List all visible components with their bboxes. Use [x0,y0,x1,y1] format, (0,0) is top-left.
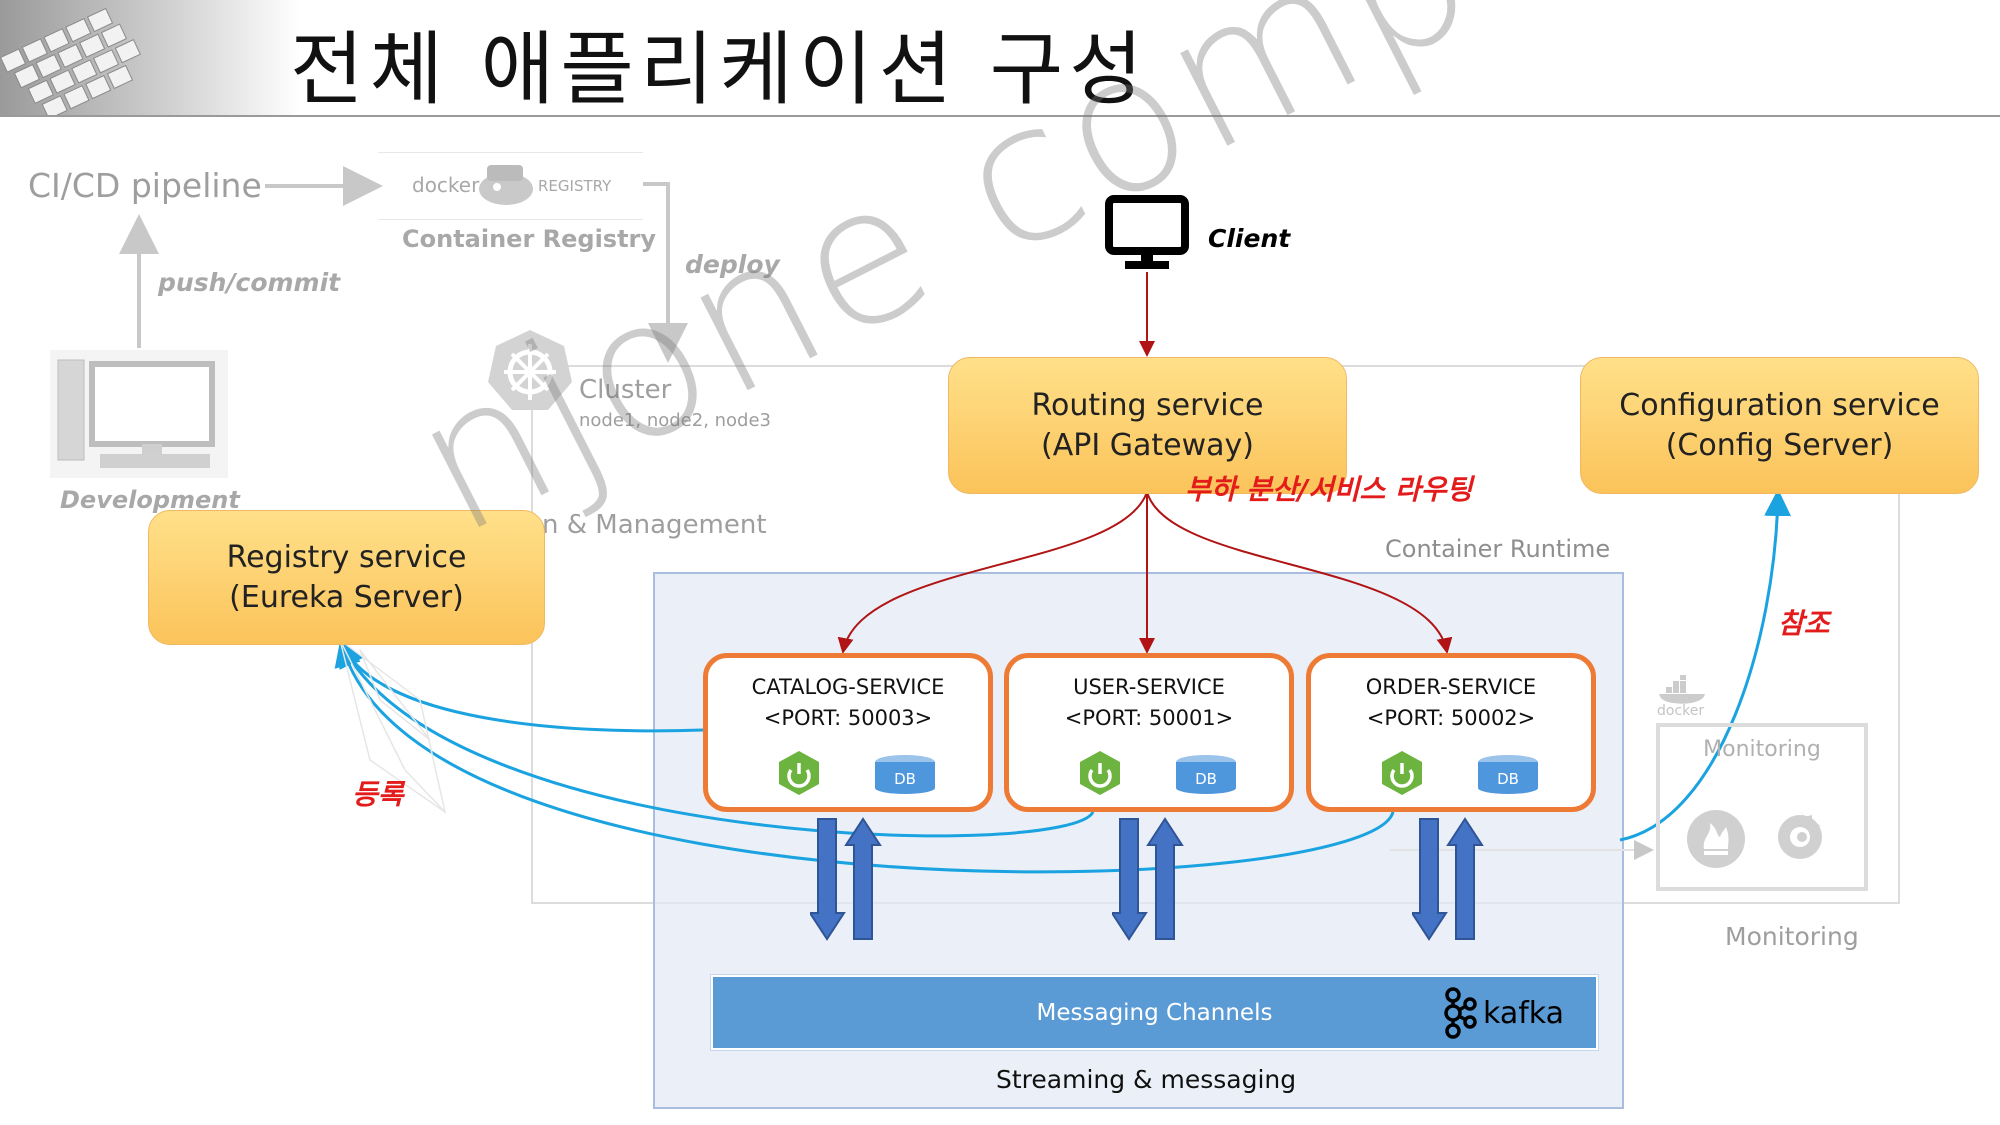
cicd-pipeline-label: CI/CD pipeline [28,166,262,205]
cluster-nodes-label: node1, node2, node3 [579,410,772,431]
grafana-icon [1778,811,1822,859]
deploy-label: deploy [685,250,780,279]
spring-boot-icon [1382,751,1422,795]
database-icon: DB [1175,754,1237,794]
container-registry-label: Container Registry [402,225,657,253]
monitoring-outer-label: Monitoring [1725,922,1859,951]
service-name: USER-SERVICE [1073,675,1225,699]
db-label: DB [894,770,916,788]
spring-boot-icon [779,751,819,795]
config-service-title: Configuration service [1619,387,1940,423]
order-register-arrow [334,639,1395,874]
routing-service-subtitle: (API Gateway) [1041,427,1254,463]
gateway-to-catalog-arrow [837,491,1148,654]
db-label: DB [1195,770,1217,788]
reference-label: 참조 [1778,607,1830,640]
service-name: CATALOG-SERVICE [751,675,945,699]
deploy-arrow [643,182,688,363]
container-runtime-label: Container Runtime [1385,535,1611,563]
docker-registry-logo: docker REGISTRY [378,152,643,220]
cluster-label: Cluster [579,375,672,405]
docker-small-label: docker [1657,703,1705,719]
page-title: 전체 애플리케이션 구성 [290,23,1149,116]
development-computer-icon [50,350,228,478]
load-balancing-label: 부하 분산/서비스 라우팅 [1185,473,1473,506]
config-service-box: Configuration service (Config Server) [1580,357,1979,494]
registry-service-subtitle: (Eureka Server) [229,579,464,615]
routing-service-box: Routing service (API Gateway) [948,357,1347,494]
user-service-box: USER-SERVICE <PORT: 50001> DB [1004,653,1294,812]
service-port: <PORT: 50001> [1064,706,1234,730]
kafka-label: kafka [1482,995,1564,1031]
catalog-register-arrow [339,639,704,733]
db-label: DB [1497,770,1519,788]
catalog-service-box: CATALOG-SERVICE <PORT: 50003> DB [703,653,993,812]
title-divider [0,115,2000,117]
messaging-channels-bar: Messaging Channels kafka [711,975,1598,1050]
register-label: 등록 [352,778,404,811]
streaming-messaging-label: Streaming & messaging [996,1065,1297,1094]
registry-logo-left-text: docker [412,173,480,197]
config-service-subtitle: (Config Server) [1665,427,1894,463]
eureka-network-graphic [339,639,447,814]
registry-service-box: Registry service (Eureka Server) [148,510,545,645]
docker-small-icon: docker [1655,675,1715,723]
database-icon: DB [874,754,936,794]
client-label: Client [1208,224,1291,253]
push-commit-label: push/commit [158,268,341,297]
monitoring-box: Monitoring [1656,723,1868,891]
user-register-arrow [339,639,1095,838]
kafka-icon [1444,987,1477,1039]
development-label: Development [60,486,240,514]
order-messaging-arrows [1412,817,1484,941]
cluster-management-label: n & Management [542,510,767,540]
monitoring-inner-label: Monitoring [1703,737,1821,762]
docker-whale-icon [479,165,533,205]
kafka-logo: kafka [1441,987,1564,1039]
service-port: <PORT: 50002> [1366,706,1536,730]
prometheus-icon [1687,810,1745,868]
user-messaging-arrows [1112,817,1184,941]
spring-boot-icon [1080,751,1120,795]
catalog-messaging-arrows [810,817,882,941]
database-icon: DB [1477,754,1539,794]
service-name: ORDER-SERVICE [1365,675,1537,699]
order-service-box: ORDER-SERVICE <PORT: 50002> DB [1306,653,1596,812]
kubernetes-icon [488,328,572,412]
messaging-channels-label: Messaging Channels [1036,999,1273,1026]
registry-service-title: Registry service [226,539,467,575]
laptop-keyboard-image [0,0,300,120]
routing-service-title: Routing service [1031,387,1264,423]
registry-logo-right-text: REGISTRY [538,177,612,195]
client-monitor-icon [1105,195,1189,273]
service-port: <PORT: 50003> [763,706,933,730]
gateway-to-order-arrow [1146,491,1453,654]
